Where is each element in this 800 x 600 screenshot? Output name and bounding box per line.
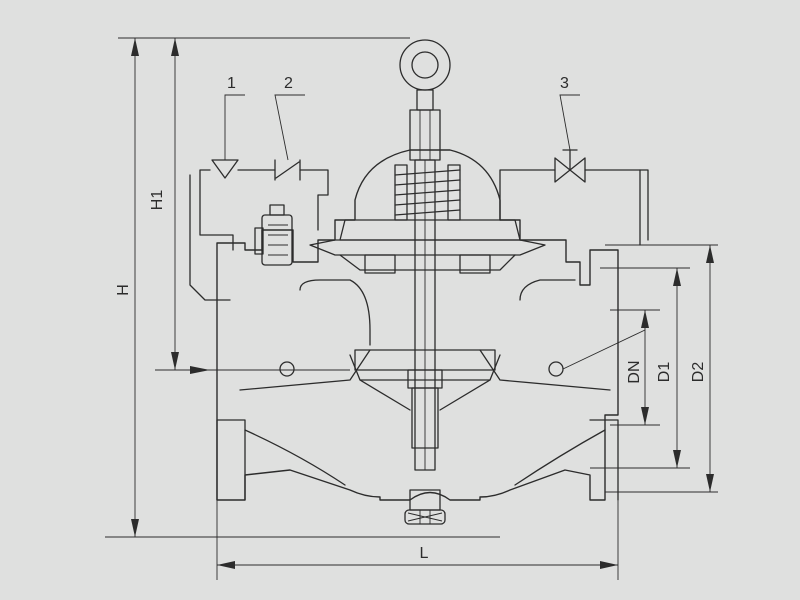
callout-3: 3 — [560, 75, 569, 92]
dimension-label-DN: DN — [626, 360, 643, 383]
callout-1: 1 — [227, 75, 236, 92]
valve-bonnet — [309, 164, 546, 274]
dimension-label-L: L — [420, 545, 429, 562]
dimension-label-H: H — [115, 284, 132, 296]
dimension-lines — [105, 37, 718, 580]
dimension-label-D2: D2 — [690, 362, 707, 383]
valve-stem — [349, 109, 501, 471]
dimension-label-H1: H1 — [149, 190, 166, 211]
dimension-label-D1: D1 — [656, 362, 673, 383]
callout-leaders — [224, 94, 580, 161]
callout-2: 2 — [284, 75, 293, 92]
control-piping — [189, 149, 649, 301]
valve-body — [216, 149, 619, 525]
control-pilot — [254, 204, 293, 266]
needle-valve-icon — [274, 159, 301, 181]
strainer-icon — [211, 159, 239, 179]
lifting-eye — [399, 39, 451, 111]
ball-valve-icon — [554, 157, 586, 183]
